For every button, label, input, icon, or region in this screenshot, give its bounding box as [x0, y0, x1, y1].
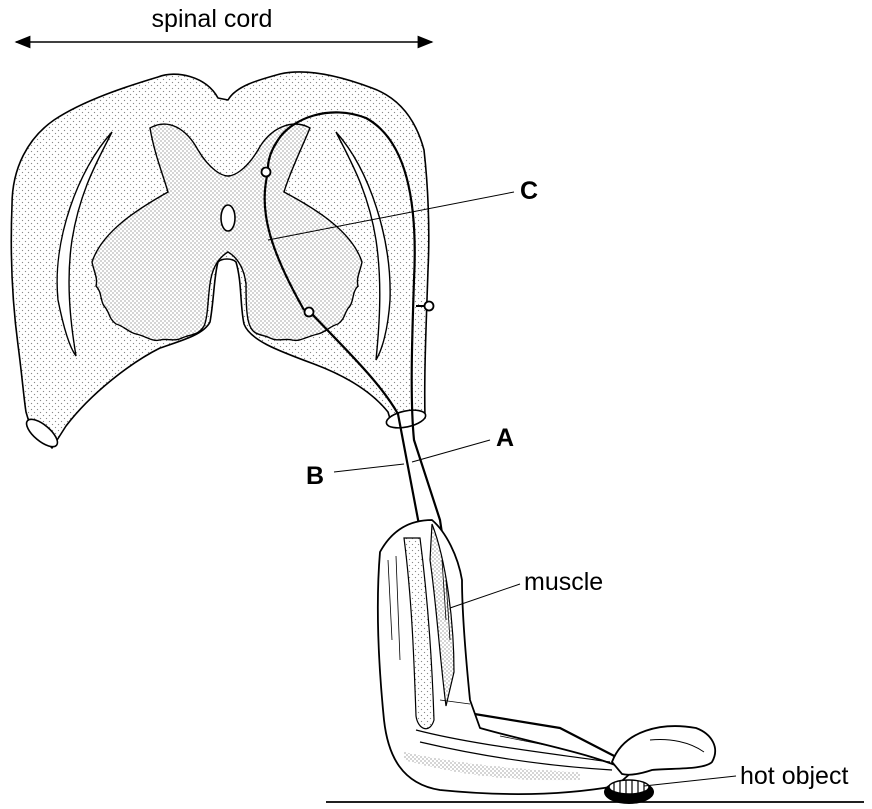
spinal-cord-label: spinal cord — [152, 5, 273, 33]
label-b-leader — [334, 464, 404, 472]
label-a: A — [496, 424, 514, 452]
hot-object-leader — [644, 776, 736, 786]
label-c: C — [520, 177, 538, 205]
label-b: B — [306, 462, 324, 490]
hot-object-label: hot object — [740, 762, 848, 790]
spinal-cord-cross-section — [11, 72, 429, 448]
hand — [612, 726, 715, 775]
muscle-label: muscle — [524, 568, 603, 596]
sensory-neurone-cell-body — [425, 302, 434, 311]
relay-neurone-synapse-top — [262, 168, 271, 177]
label-a-leader — [412, 440, 490, 462]
hot-object-top — [609, 780, 649, 794]
central-canal — [221, 205, 235, 231]
